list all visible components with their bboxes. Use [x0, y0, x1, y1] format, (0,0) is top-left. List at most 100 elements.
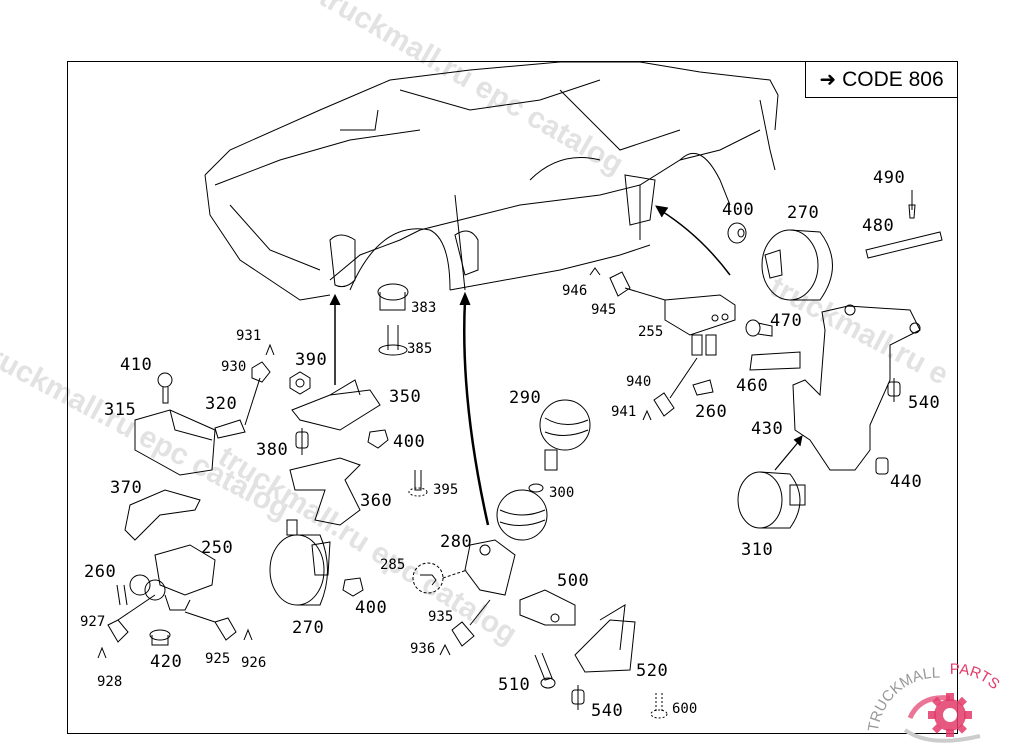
- part-390-nut: [289, 371, 311, 395]
- part-935-connector: [451, 599, 491, 647]
- part-label[interactable]: 540: [591, 701, 624, 721]
- part-label[interactable]: 383: [411, 300, 437, 316]
- part-410-bolt: [157, 372, 173, 404]
- code-reference-box[interactable]: ➜ CODE 806: [805, 61, 958, 98]
- part-945-connector: [609, 271, 666, 301]
- part-280-valve-block: [464, 539, 516, 596]
- part-label[interactable]: 928: [97, 674, 123, 690]
- part-label[interactable]: 540: [908, 393, 941, 413]
- part-label[interactable]: 936: [410, 641, 436, 657]
- part-928-plug: [97, 646, 107, 659]
- part-label[interactable]: 260: [84, 562, 117, 582]
- part-label[interactable]: 320: [205, 394, 238, 414]
- part-383-bump-stop: [377, 283, 409, 311]
- part-290-accumulator: [539, 399, 591, 471]
- part-label[interactable]: 935: [428, 609, 454, 625]
- part-500-bracket: [519, 589, 576, 626]
- part-label[interactable]: 385: [407, 341, 433, 357]
- part-label[interactable]: 480: [862, 216, 895, 236]
- part-280-accumulator: [496, 489, 548, 541]
- part-label[interactable]: 926: [241, 655, 267, 671]
- part-420-grommet: [149, 629, 171, 646]
- part-label[interactable]: 395: [433, 482, 459, 498]
- part-270-reservoir: [761, 229, 833, 301]
- part-480-rail: [865, 231, 943, 259]
- part-label[interactable]: 500: [557, 571, 590, 591]
- part-540-mount: [887, 378, 901, 402]
- part-label[interactable]: 410: [120, 355, 153, 375]
- part-label[interactable]: 510: [498, 675, 531, 695]
- part-label[interactable]: 520: [636, 661, 669, 681]
- pointer-arrow: [659, 209, 731, 276]
- part-label[interactable]: 310: [741, 540, 774, 560]
- part-label[interactable]: 270: [787, 203, 820, 223]
- part-540-mount: [571, 685, 585, 710]
- part-936-plug: [439, 643, 451, 656]
- part-470-bolt: [745, 319, 773, 337]
- part-label[interactable]: 390: [295, 350, 328, 370]
- part-941-plug: [642, 409, 652, 421]
- part-label[interactable]: 941: [611, 404, 637, 420]
- part-490-bolt: [908, 190, 916, 219]
- part-label[interactable]: 925: [205, 651, 231, 667]
- part-260-clip: [692, 379, 714, 396]
- part-label[interactable]: 430: [751, 419, 784, 439]
- part-label[interactable]: 927: [80, 614, 106, 630]
- part-label[interactable]: 490: [873, 168, 906, 188]
- part-label[interactable]: 946: [562, 283, 588, 299]
- pointer-arrow: [774, 439, 801, 471]
- part-600-bolt: [650, 693, 668, 719]
- part-300-washer: [528, 483, 544, 493]
- part-350-bracket: [291, 379, 381, 431]
- part-label[interactable]: 380: [256, 440, 289, 460]
- part-label[interactable]: 400: [722, 200, 755, 220]
- part-label[interactable]: 300: [549, 485, 575, 501]
- part-395-bolt: [408, 470, 428, 497]
- logo-text-right: PARTS: [950, 661, 1003, 693]
- part-label[interactable]: 360: [360, 491, 393, 511]
- part-460-plate: [749, 351, 801, 371]
- part-250-pump: [129, 544, 216, 611]
- part-label[interactable]: 350: [389, 387, 422, 407]
- part-380-mount: [295, 428, 309, 455]
- part-510-bolt: [534, 652, 556, 689]
- part-440-mount: [875, 457, 889, 475]
- part-926-plug: [243, 628, 253, 641]
- part-label[interactable]: 315: [104, 400, 137, 420]
- part-520-plate: [574, 604, 636, 673]
- part-400-grommet: [367, 429, 389, 449]
- part-label[interactable]: 255: [638, 324, 664, 340]
- part-label[interactable]: 945: [591, 302, 617, 318]
- part-320-sensor: [214, 377, 261, 439]
- part-label[interactable]: 250: [201, 538, 234, 558]
- code-label: CODE 806: [842, 67, 944, 91]
- part-label[interactable]: 940: [626, 374, 652, 390]
- part-label[interactable]: 930: [221, 359, 247, 375]
- part-270-reservoir: [269, 519, 331, 606]
- part-label[interactable]: 420: [150, 652, 183, 672]
- part-label[interactable]: 460: [736, 376, 769, 396]
- part-label[interactable]: 290: [509, 388, 542, 408]
- part-label[interactable]: 260: [695, 402, 728, 422]
- part-260-clip: [116, 584, 128, 606]
- part-label[interactable]: 470: [770, 311, 803, 331]
- vehicle-body-drawing: [204, 61, 779, 301]
- arrow-right-icon: ➜: [819, 69, 837, 91]
- part-400-grommet: [727, 222, 747, 244]
- part-360-bracket: [289, 457, 361, 526]
- part-946-plug: [589, 267, 601, 276]
- part-310-reservoir: [737, 471, 806, 529]
- part-430-bracket: [792, 304, 921, 471]
- part-label[interactable]: 600: [672, 701, 698, 717]
- part-label[interactable]: 280: [440, 532, 473, 552]
- part-label[interactable]: 931: [236, 328, 262, 344]
- part-label[interactable]: 400: [355, 598, 388, 618]
- part-label[interactable]: 270: [292, 618, 325, 638]
- part-940-connector: [653, 357, 698, 417]
- part-label[interactable]: 400: [393, 432, 426, 452]
- part-370-cover: [124, 489, 201, 541]
- part-label[interactable]: 370: [110, 478, 143, 498]
- part-label[interactable]: 285: [380, 557, 406, 573]
- part-label[interactable]: 440: [890, 472, 923, 492]
